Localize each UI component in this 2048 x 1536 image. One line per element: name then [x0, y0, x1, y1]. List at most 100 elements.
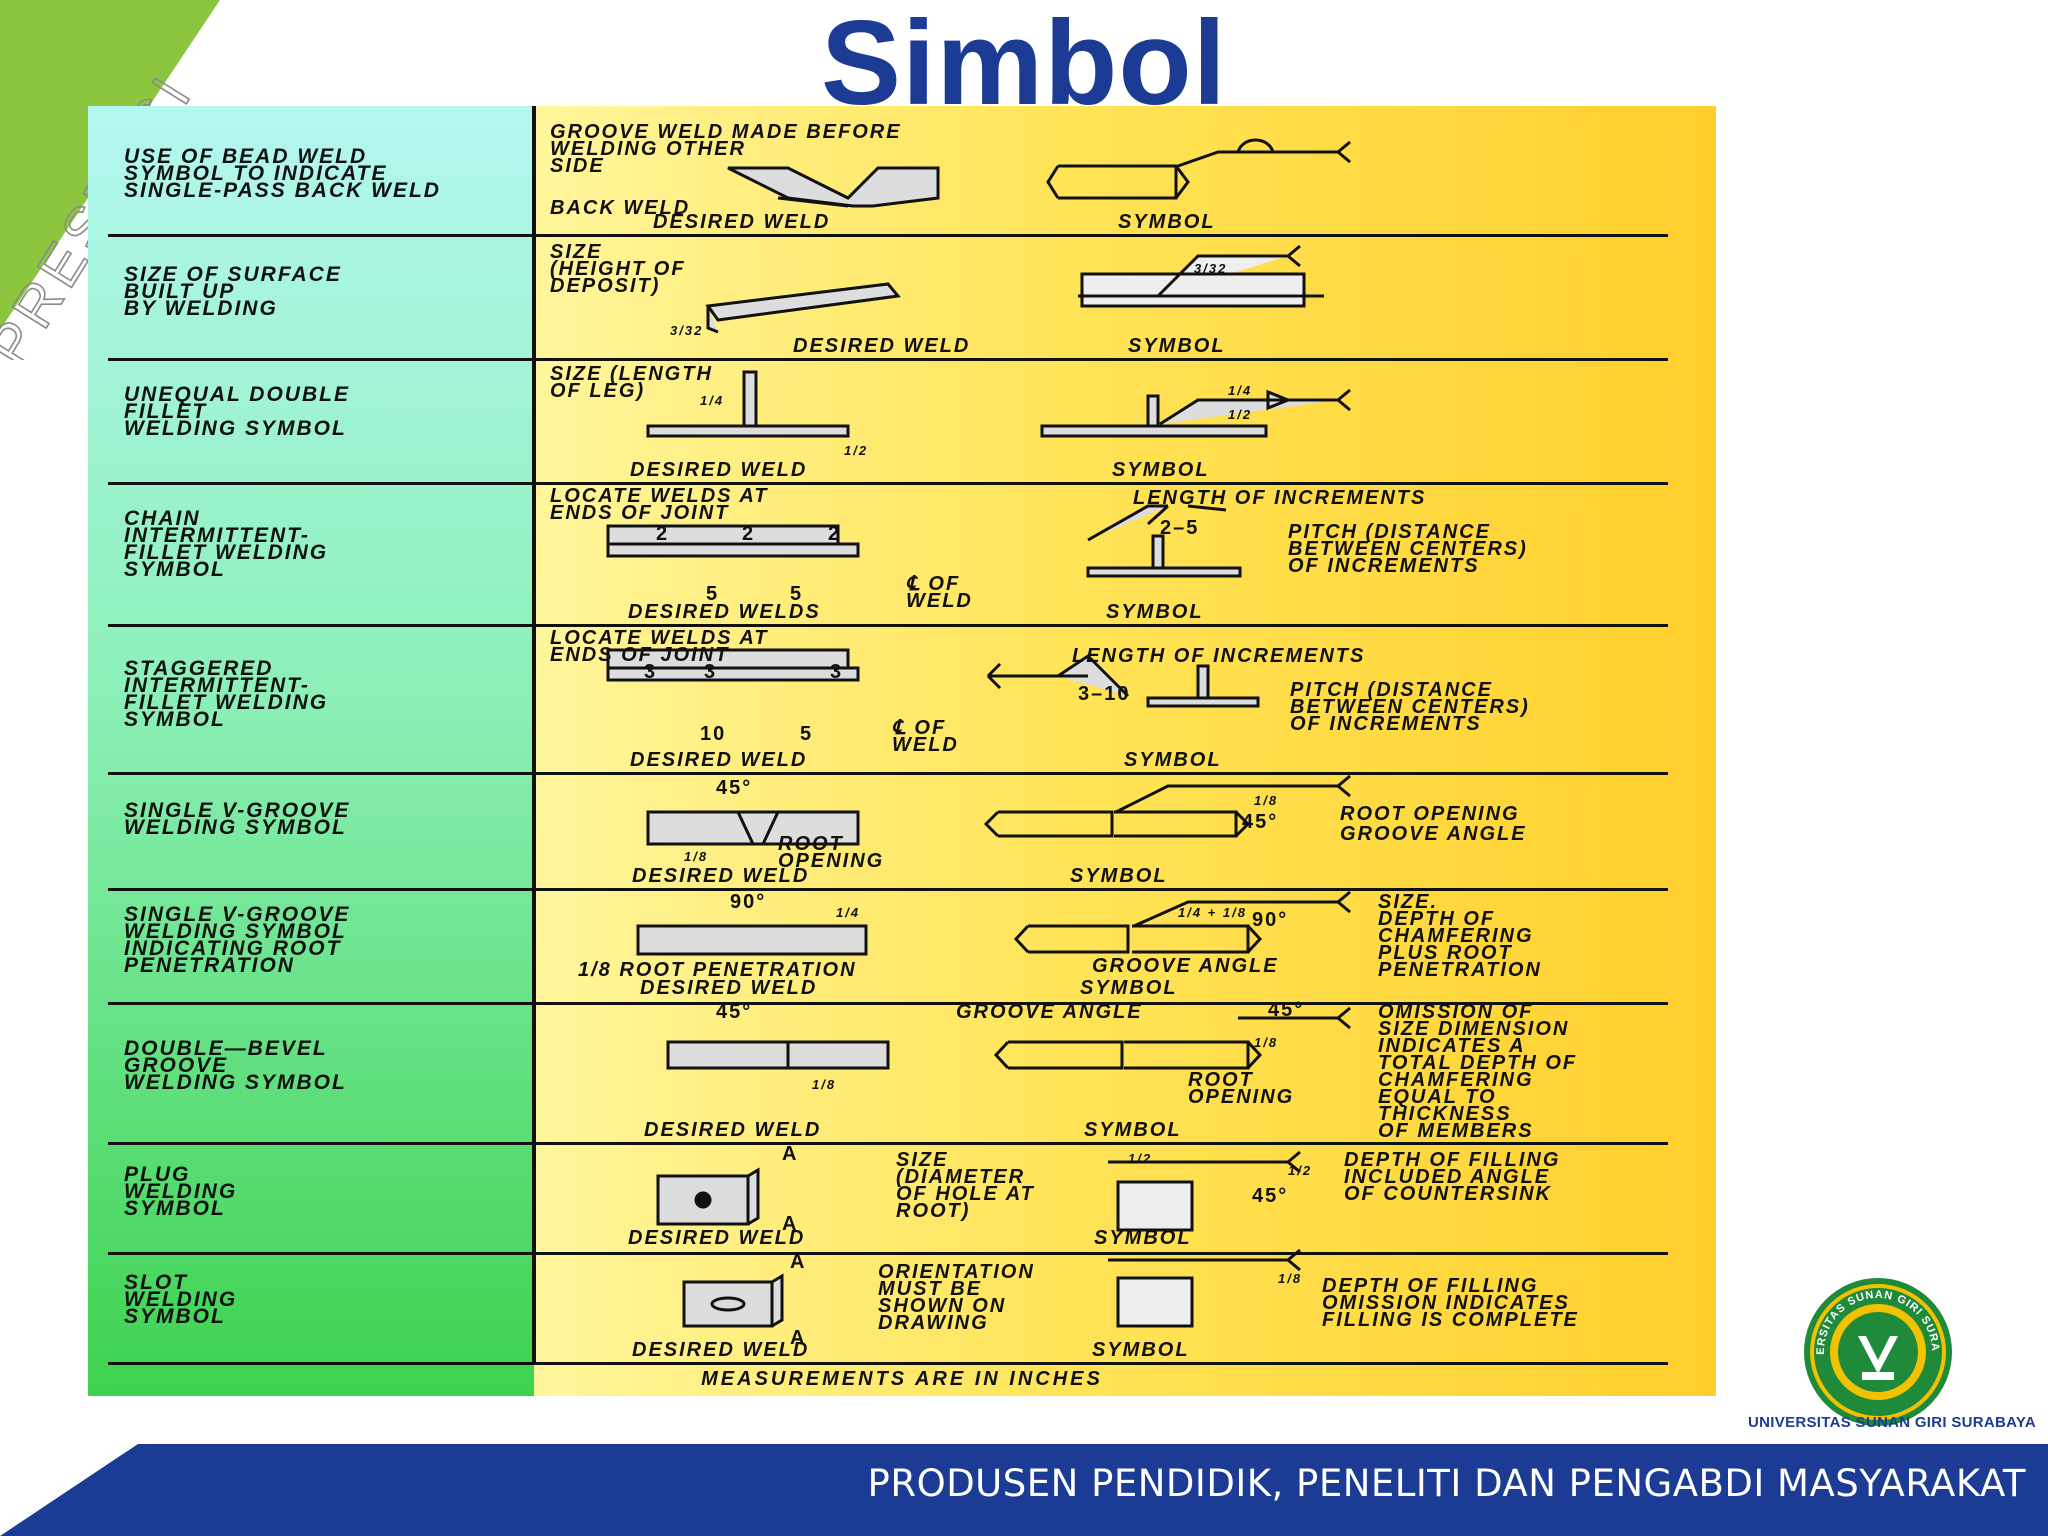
chain-fillet-drawing	[606, 524, 860, 558]
drawing-label: 45°	[1252, 1185, 1289, 1207]
column-divider	[532, 106, 536, 1364]
v-groove-penetration-symbol-drawing	[1013, 890, 1351, 954]
drawing-label: DESIRED WELD	[640, 977, 818, 999]
row-name: SINGLE V-GROOVE WELDING SYMBOL INDICATIN…	[124, 903, 351, 977]
drawing-label: 5	[800, 723, 814, 745]
pitch-arrow	[1187, 504, 1227, 512]
drawing-label: SIZE. DEPTH OF CHAMFERING PLUS ROOT PENE…	[1378, 891, 1542, 981]
row-separator	[108, 1362, 1668, 1365]
plug-symbol-drawing	[1108, 1150, 1301, 1232]
footer-tagline: PRODUSEN PENDIDIK, PENELITI DAN PENGABDI…	[867, 1462, 2026, 1505]
drawing-label: DESIRED WELD	[628, 1227, 806, 1249]
drawing-label: 3	[830, 661, 844, 683]
drawing-label: 45°	[716, 1001, 753, 1023]
drawing-label: 1/2	[1288, 1163, 1313, 1178]
drawing-label: 1/2	[1128, 1151, 1153, 1166]
drawing-label: 5	[706, 583, 720, 605]
drawing-label: SYMBOL	[1070, 865, 1168, 887]
drawing-label: 1/4	[836, 905, 861, 920]
drawing-label: DESIRED WELD	[632, 865, 810, 887]
drawing-label: A	[782, 1143, 799, 1165]
drawing-label: OMISSION OF SIZE DIMENSION INDICATES A T…	[1378, 1001, 1578, 1142]
drawing-label: 1/8	[1254, 793, 1279, 808]
welding-symbols-chart: USE OF BEAD WELD SYMBOL TO INDICATE SING…	[88, 106, 1716, 1396]
drawing-label: A	[790, 1327, 807, 1349]
drawing-label: GROOVE ANGLE	[1340, 823, 1527, 845]
slot-symbol-drawing	[1108, 1248, 1301, 1328]
drawing-label: SYMBOL	[1094, 1227, 1192, 1249]
unequal-fillet-symbol-drawing	[1040, 388, 1351, 438]
row-name: USE OF BEAD WELD SYMBOL TO INDICATE SING…	[124, 145, 441, 202]
row-separator	[108, 1002, 1668, 1005]
unequal-fillet-drawing	[646, 370, 850, 438]
bead-symbol-mark	[1236, 138, 1275, 153]
drawing-label: GROOVE ANGLE	[1092, 955, 1279, 977]
drawing-label: SYMBOL	[1128, 335, 1226, 357]
row-separator	[108, 482, 1668, 485]
drawing-label: SYMBOL	[1080, 977, 1178, 999]
drawing-label: 1/8 ROOT PENETRATION	[578, 959, 857, 981]
drawing-label: 2	[828, 523, 842, 545]
drawing-label: 90°	[1252, 909, 1289, 931]
drawing-label: A	[782, 1213, 799, 1235]
surface-buildup-symbol-drawing	[1078, 244, 1324, 308]
row-name: SLOT WELDING SYMBOL	[124, 1271, 238, 1328]
v-groove-symbol-drawing	[983, 774, 1351, 838]
measurement-note: MEASUREMENTS ARE IN INCHES	[701, 1368, 1103, 1390]
drawing-label: 1/8	[1278, 1271, 1303, 1286]
drawing-label: SYMBOL	[1092, 1339, 1190, 1361]
row-name: SINGLE V-GROOVE WELDING SYMBOL	[124, 799, 351, 839]
drawing-label: 45°	[716, 777, 753, 799]
row-name: SIZE OF SURFACE BUILT UP BY WELDING	[124, 263, 342, 320]
drawing-label: 2–5	[1160, 517, 1200, 539]
row-separator	[108, 772, 1668, 775]
drawing-label: 10	[700, 723, 727, 745]
drawing-label: ROOT OPENING	[1188, 1069, 1295, 1108]
drawing-label: SIZE (HEIGHT OF DEPOSIT)	[550, 241, 686, 297]
drawing-label: GROOVE ANGLE	[956, 1001, 1143, 1023]
row-name: STAGGERED INTERMITTENT- FILLET WELDING S…	[124, 657, 329, 731]
university-name: UNIVERSITAS SUNAN GIRI SURABAYA	[1748, 1414, 2036, 1431]
drawing-label: SIZE (LENGTH OF LEG)	[550, 363, 713, 402]
row-name: CHAIN INTERMITTENT- FILLET WELDING SYMBO…	[124, 507, 329, 581]
double-bevel-symbol-drawing	[993, 1006, 1351, 1070]
drawing-label: ORIENTATION MUST BE SHOWN ON DRAWING	[878, 1261, 1035, 1334]
drawing-label: 2	[656, 523, 670, 545]
drawing-label: 5	[790, 583, 804, 605]
row-separator	[108, 624, 1668, 627]
bead-weld-symbol-drawing	[1046, 140, 1351, 200]
drawing-label: 3/32	[1194, 261, 1228, 276]
drawing-label: SYMBOL	[1118, 211, 1216, 233]
staggered-fillet-drawing	[606, 648, 860, 682]
drawing-label: LENGTH OF INCREMENTS	[1072, 645, 1366, 667]
drawing-label: 45°	[1242, 811, 1279, 833]
drawing-label: DESIRED WELD	[793, 335, 971, 357]
drawing-label: 1/4	[1228, 383, 1253, 398]
chain-fillet-symbol-drawing	[1086, 504, 1242, 578]
drawing-label: DEPTH OF FILLING OMISSION INDICATES FILL…	[1322, 1275, 1579, 1331]
drawing-label: DESIRED WELD	[630, 459, 808, 481]
drawing-label: 1/8	[1254, 1035, 1279, 1050]
drawing-label: LOCATE WELDS AT ENDS OF JOINT	[550, 627, 769, 666]
drawing-label: 1/4 + 1/8	[1178, 905, 1247, 920]
drawing-label: SYMBOL	[1112, 459, 1210, 481]
drawing-label: ROOT OPENING	[1340, 803, 1520, 825]
drawing-label: PITCH (DISTANCE BETWEEN CENTERS) OF INCR…	[1290, 679, 1530, 735]
drawing-label: 90°	[730, 891, 767, 913]
drawing-label: 3	[644, 661, 658, 683]
drawing-label: 1/4	[700, 393, 725, 408]
drawing-label: LENGTH OF INCREMENTS	[1133, 487, 1427, 509]
drawing-label: ROOT OPENING	[778, 833, 885, 872]
row-separator	[108, 1142, 1668, 1145]
row-separator	[108, 234, 1668, 237]
drawing-label: DESIRED WELDS	[628, 601, 821, 623]
drawing-label: DESIRED WELD	[632, 1339, 810, 1361]
row-name: PLUG WELDING SYMBOL	[124, 1163, 238, 1220]
staggered-fillet-symbol-drawing	[986, 654, 1260, 708]
drawing-label: SYMBOL	[1106, 601, 1204, 623]
drawing-label: LOCATE WELDS AT ENDS OF JOINT	[550, 485, 769, 524]
drawing-label: SIZE (DIAMETER OF HOLE AT ROOT)	[896, 1149, 1035, 1222]
double-bevel-drawing	[666, 1040, 890, 1070]
row-separator	[108, 888, 1668, 891]
footer-band	[0, 1444, 2048, 1536]
